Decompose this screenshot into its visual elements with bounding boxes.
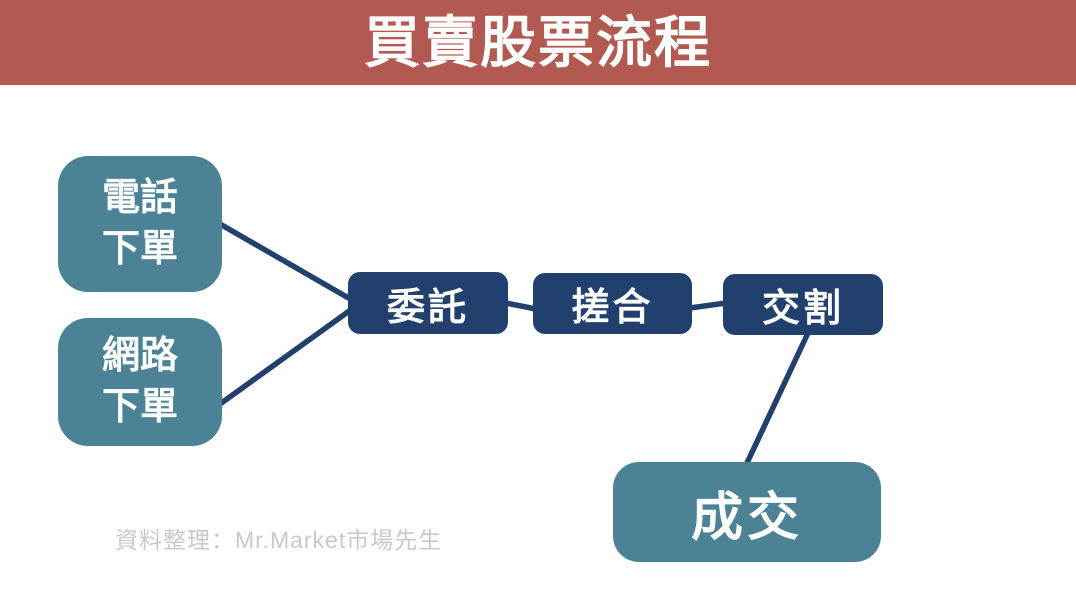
connector-matching-to-settlement [687, 300, 729, 311]
connector-entrust-to-matching [503, 300, 539, 312]
connector-online-order-to-entrust [217, 306, 355, 407]
page-title: 買賣股票流程 [364, 10, 712, 74]
node-entrust: 委託 [348, 272, 508, 334]
node-online-order: 網路 下單 [58, 318, 222, 446]
connector-phone-order-to-entrust [217, 221, 355, 303]
title-bar: 買賣股票流程 [0, 0, 1076, 85]
node-phone-order: 電話 下單 [58, 156, 222, 292]
node-deal: 成交 [613, 462, 881, 562]
connector-settlement-to-deal [744, 330, 811, 466]
node-settlement: 交割 [723, 274, 883, 335]
node-matching: 搓合 [533, 273, 692, 334]
attribution-text: 資料整理：Mr.Market市場先生 [115, 527, 443, 553]
